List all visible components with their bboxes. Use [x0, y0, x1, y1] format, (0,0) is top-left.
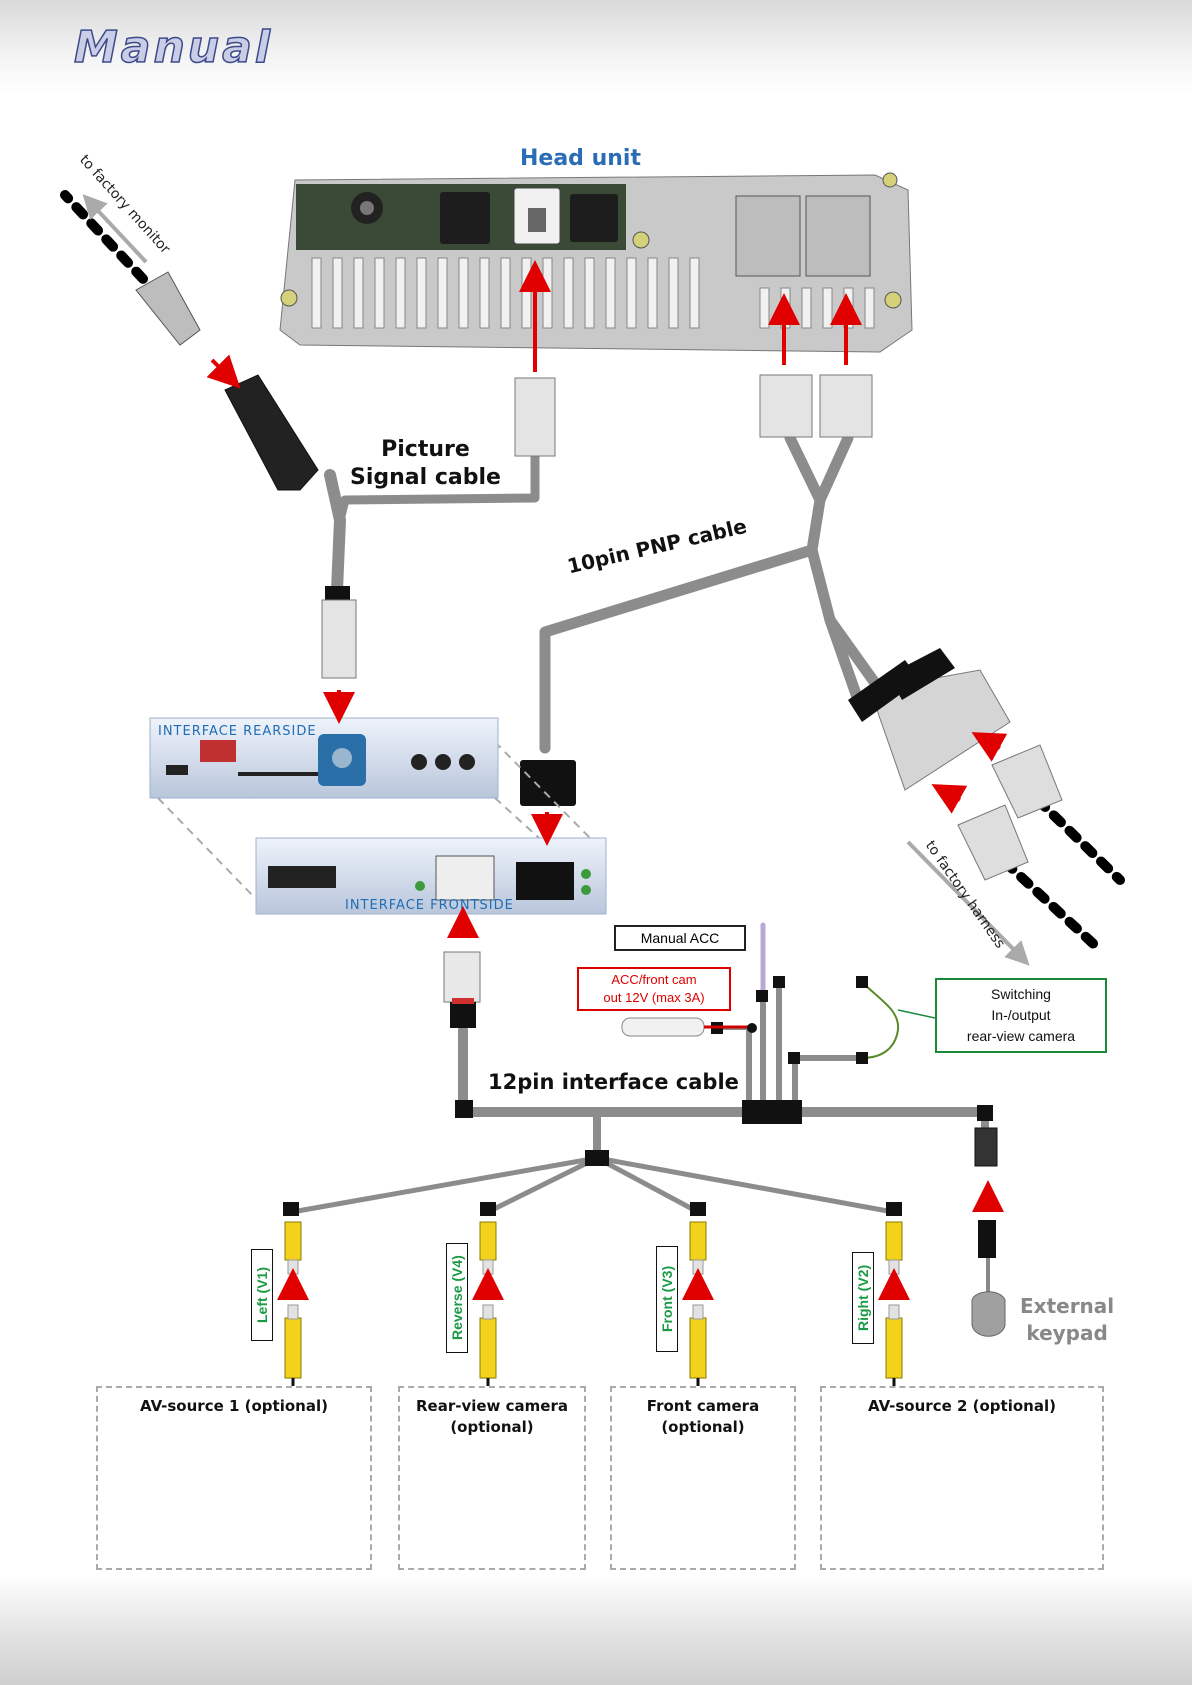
interface-rearside-label: INTERFACE REARSIDE [158, 724, 317, 739]
switching-label-line1: Switching [991, 986, 1051, 1002]
connection-arrows [206, 260, 1008, 1300]
header-band [0, 0, 1192, 95]
av-source-1-title-line1: AV-source 1 (optional) [140, 1397, 328, 1415]
acc-front-cam-label: ACC/front cam out 12V (max 3A) [577, 967, 731, 1011]
acc-front-cam-label-line2: out 12V (max 3A) [603, 990, 705, 1005]
video-input-left-label: Left (V1) [251, 1249, 273, 1341]
manual-acc-label: Manual ACC [614, 925, 746, 951]
head-unit-port-3 [570, 194, 618, 242]
front-camera-title: Front camera (optional) [612, 1396, 794, 1438]
switching-label-line3: rear-view camera [966, 1028, 1076, 1044]
cable-end-caps [283, 586, 993, 1216]
rear-view-camera-title-line2: (optional) [450, 1418, 534, 1436]
interface-frontside-label: INTERFACE FRONTSIDE [345, 898, 514, 913]
head-unit-connector-right [805, 195, 871, 277]
av-source-2-title-line1: AV-source 2 (optional) [868, 1397, 1056, 1415]
monitor-side-connectors [135, 271, 357, 679]
switching-label-line2: In-/output [991, 1007, 1051, 1023]
rear-view-camera-title: Rear-view camera (optional) [400, 1396, 584, 1438]
page-title: Manual [73, 21, 273, 74]
rearside-dip-switch [200, 740, 236, 762]
rear-view-camera-title-line1: Rear-view camera [416, 1397, 568, 1415]
rear-view-camera-box: Rear-view camera (optional) [398, 1386, 586, 1570]
footer-band [0, 1575, 1192, 1685]
switching-label: Switching In-/output rear-view camera [935, 978, 1107, 1053]
picture-cable-connector [514, 377, 556, 457]
external-keypad-label-line2: keypad [1026, 1321, 1108, 1345]
front-camera-title-line2: (optional) [661, 1418, 745, 1436]
av-source-2-title: AV-source 2 (optional) [822, 1396, 1102, 1417]
av-source-1-title: AV-source 1 (optional) [98, 1396, 370, 1417]
picture-signal-cable-label: Picture Signal cable [350, 436, 501, 492]
interface-12pin-connector [443, 951, 481, 1028]
pnp-interface-connector [520, 760, 576, 806]
kce-model-label: KCE-425i [248, 1466, 308, 1480]
alpine-brand-label: ALPINE [248, 1450, 289, 1461]
head-unit-label: Head unit [520, 146, 641, 171]
video-input-right-label: Right (V2) [852, 1252, 874, 1344]
factory-harness-connector [848, 648, 1063, 881]
pnp-connector-right [819, 374, 873, 438]
video-input-front-label: Front (V3) [656, 1246, 678, 1352]
av-source-2-box: AV-source 2 (optional) [820, 1386, 1104, 1570]
front-camera-box: Front camera (optional) [610, 1386, 796, 1570]
video-input-reverse-label: Reverse (V4) [446, 1243, 468, 1353]
frontside-dip-switch [268, 866, 336, 888]
external-keypad-label: External keypad [1020, 1293, 1114, 1347]
external-keypad [971, 1127, 1006, 1337]
picture-signal-cable-label-line2: Signal cable [350, 465, 501, 490]
frontside-10pin-port [516, 862, 574, 900]
frontside-12pin-port [435, 855, 495, 901]
head-unit-side-connectors [514, 374, 873, 457]
interface-box [149, 717, 607, 915]
interface-cable-label: 12pin interface cable [488, 1070, 739, 1094]
pnp-connector-left [759, 374, 813, 438]
acc-front-cam-label-line1: ACC/front cam [611, 972, 697, 987]
av-source-1-box: AV-source 1 (optional) ALPINE KCE-425i [96, 1386, 372, 1570]
head-unit [279, 172, 913, 353]
rca-connectors [284, 1221, 903, 1390]
picture-signal-cable-label-line1: Picture [381, 437, 470, 462]
direction-arrows [82, 194, 1030, 966]
acc-out-connector [621, 1017, 757, 1037]
external-keypad-label-line1: External [1020, 1294, 1115, 1318]
switching-wire [861, 981, 900, 1059]
head-unit-fins [311, 257, 875, 329]
head-unit-connector-left [735, 195, 801, 277]
front-camera-title-line1: Front camera [646, 1397, 760, 1415]
head-unit-port-1 [440, 192, 490, 244]
